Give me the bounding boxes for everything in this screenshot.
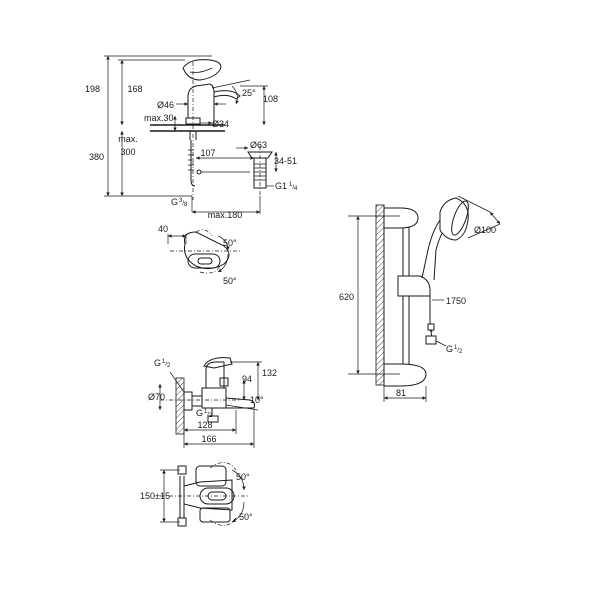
angle-a-label: 50° <box>223 238 237 248</box>
depth-166-label: 166 <box>201 434 216 444</box>
rail-height-label: 620 <box>339 292 354 302</box>
hose-length-label: 1750 <box>446 296 466 306</box>
slider <box>397 275 431 297</box>
front-angle-a-label: 50° <box>236 472 250 482</box>
depth-128-label: 128 <box>197 420 212 430</box>
height-132-label: 132 <box>262 368 277 378</box>
angle-b-label: 50° <box>223 276 237 286</box>
bath-mixer-lever <box>203 357 233 369</box>
bottom-bracket <box>383 363 427 387</box>
head-diameter-label: Ø100 <box>474 225 496 235</box>
height-total-label: 198 <box>85 84 100 94</box>
max-300-label: 300 <box>120 147 135 157</box>
front-angle-b-label: 50° <box>239 512 253 522</box>
shower-wall-hatch <box>375 204 385 386</box>
reach-label: 108 <box>263 94 278 104</box>
bath-mixer-body <box>201 387 227 409</box>
basin-hose <box>190 140 196 187</box>
waste-reach-label: 107 <box>200 148 215 158</box>
max-label: max. <box>118 134 138 144</box>
height-spout-label: 168 <box>127 84 142 94</box>
max-180-label: max.180 <box>208 210 243 220</box>
basin-tap-spout <box>213 90 241 100</box>
pop-up-waste-top <box>247 151 273 159</box>
bath-spout <box>225 397 255 409</box>
basin-mixer-side-view: 198 168 380 max. 300 108 25° Ø46 max.30 … <box>85 55 298 220</box>
shower-rail-set: Ø100 1750 G1/2 620 81 <box>339 195 501 402</box>
bath-mixer-side-view: G1/2 Ø70 G1/2 132 94 10° 128 166 <box>148 357 277 448</box>
outlet-thread-label: G1/2 <box>196 408 213 419</box>
hand-shower-handle <box>421 219 441 279</box>
basin-tap-body <box>187 83 215 126</box>
waste-range-label: 34-51 <box>274 156 297 166</box>
diverter-knob <box>219 377 229 387</box>
centres-label: 150±15 <box>140 491 170 501</box>
bath-mixer-front-view: 150±15 50° 50° <box>140 462 253 527</box>
spout-angle-label: 25° <box>242 88 256 98</box>
overall-height-label: 380 <box>89 152 104 162</box>
inlet-thread-label: G1/2 <box>154 358 171 369</box>
basin-tap-lever <box>182 59 222 81</box>
max-deck-label: max.30 <box>144 113 174 123</box>
top-bracket <box>383 207 419 229</box>
body-diameter-label: Ø46 <box>157 100 174 110</box>
shower-head <box>439 197 469 241</box>
waste-diameter-label: Ø63 <box>250 140 267 150</box>
hose-thread-label: G3/8 <box>171 197 188 208</box>
height-94-label: 94 <box>242 374 252 384</box>
offset-label: 40 <box>158 224 168 234</box>
shank-diameter-label: Ø34 <box>212 119 229 129</box>
basin-mixer-top-view: 40 50° 50° <box>158 224 240 286</box>
projection-label: 81 <box>396 388 406 398</box>
hose-thread-label: G1/2 <box>446 344 463 355</box>
spout-angle-label: 10° <box>250 395 264 405</box>
rosette-diameter-label: Ø70 <box>148 392 165 402</box>
lever-top-view <box>187 253 221 269</box>
